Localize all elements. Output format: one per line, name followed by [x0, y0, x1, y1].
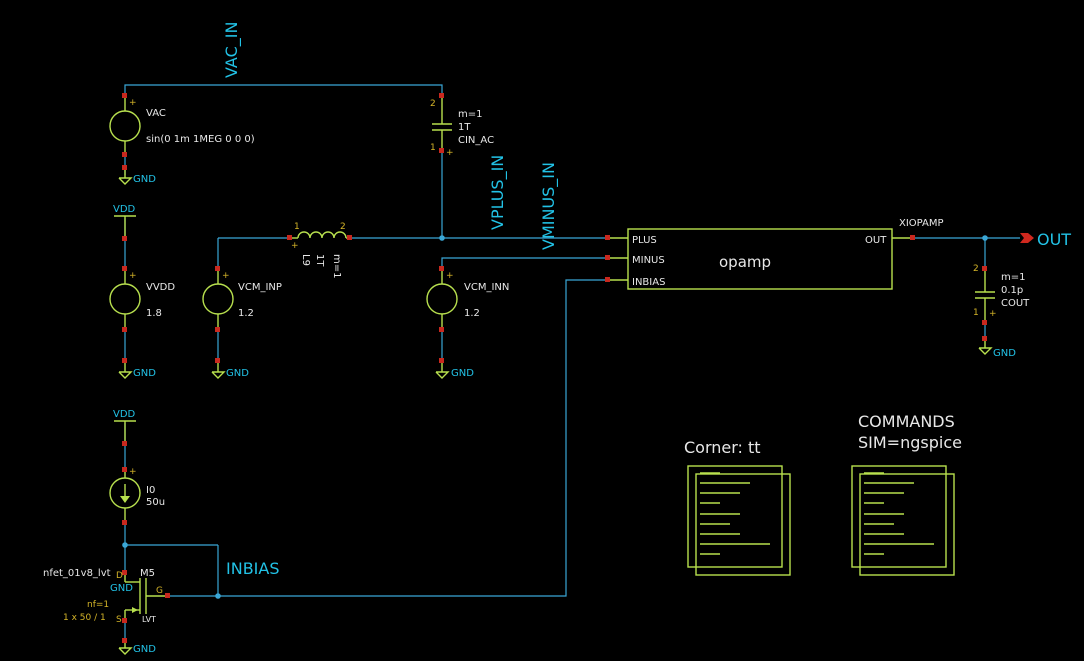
m5-name: M5: [140, 568, 155, 579]
gnd-label: GND: [133, 644, 156, 655]
m5-nf: nf=1: [87, 600, 109, 610]
cin-name: CIN_AC: [458, 135, 494, 146]
vcm-inp-source[interactable]: + VCM_INP 1.2: [202, 266, 282, 332]
l9-name: L9: [300, 254, 311, 266]
svg-text:VPLUS_IN: VPLUS_IN: [488, 155, 508, 230]
gnd-label: GND: [133, 368, 156, 379]
svg-text:OUT: OUT: [1037, 230, 1071, 249]
vcm-inp-name: VCM_INP: [238, 282, 282, 293]
i0-plus-sign: +: [129, 467, 137, 477]
cin-plus-sign: +: [446, 148, 454, 158]
m5-pin-d: D: [116, 571, 123, 581]
corner-block[interactable]: Corner: tt: [684, 438, 791, 576]
gnd-label: GND: [451, 368, 474, 379]
vdd-symbol-vvdd: VDD: [113, 204, 136, 241]
vcm-inn-name: VCM_INN: [464, 282, 509, 293]
opamp-pin-out: OUT: [865, 235, 887, 246]
out-port[interactable]: OUT: [1020, 230, 1071, 249]
vdd-symbol-i0: VDD: [113, 409, 136, 446]
m5-nfet[interactable]: nfet_01v8_lvt M5 nf=1 1 x 50 / 1 D S G L…: [43, 568, 170, 625]
opamp-pin-plus: PLUS: [632, 235, 657, 246]
gnd-symbol-vcm-inn: GND: [435, 358, 474, 379]
commands-block[interactable]: COMMANDS SIM=ngspice: [851, 412, 962, 576]
cout-m: m=1: [1001, 272, 1025, 283]
gnd-symbol-cout: GND: [978, 336, 1016, 359]
l9-inductor[interactable]: 1 2 + L9 1T m=1: [287, 222, 352, 278]
cin-ac-capacitor[interactable]: 2 1 + m=1 1T CIN_AC: [430, 93, 494, 158]
vvdd-source[interactable]: + VVDD 1.8: [109, 266, 175, 332]
cin-pin-top: 2: [430, 99, 436, 109]
vcm-inp-value: 1.2: [238, 308, 254, 319]
vac-name: VAC: [146, 108, 166, 119]
junctions: [122, 235, 988, 599]
cout-pin-bot: 1: [973, 308, 979, 318]
vvdd-value: 1.8: [146, 308, 162, 319]
m5-pin-s: S: [116, 615, 122, 625]
l9-pin2: 2: [340, 222, 346, 232]
m5-model: nfet_01v8_lvt: [43, 568, 111, 579]
net-label-vminus-in[interactable]: VMINUS_IN: [539, 162, 559, 250]
gnd-symbol-vcm-inp: GND: [211, 358, 249, 379]
gnd-label: GND: [133, 174, 156, 185]
i0-name: I0: [146, 485, 155, 496]
vac-plus-sign: +: [129, 98, 137, 108]
opamp-block[interactable]: PLUS MINUS INBIAS OUT opamp XIOPAMP: [605, 218, 944, 290]
cout-capacitor[interactable]: 2 1 + m=1 0.1p COUT: [973, 264, 1030, 325]
opamp-name: opamp: [719, 253, 771, 271]
commands-title: COMMANDS: [858, 412, 955, 431]
vcm-inn-source[interactable]: + VCM_INN 1.2: [426, 266, 509, 332]
l9-pin1: 1: [294, 222, 300, 232]
gnd-label: GND: [993, 348, 1016, 359]
cout-plus-sign: +: [989, 309, 997, 319]
net-label-inbias[interactable]: INBIAS: [226, 559, 279, 578]
vdd-label: VDD: [113, 204, 136, 215]
vvdd-plus-sign: +: [129, 271, 137, 281]
gnd-symbol-vvdd: GND: [118, 358, 156, 379]
m5-size: 1 x 50 / 1: [63, 613, 106, 623]
l9-m: m=1: [331, 254, 342, 278]
gnd-symbol-m5: GND: [118, 638, 156, 655]
i0-current-source[interactable]: + I0 50u: [109, 467, 165, 525]
vac-source[interactable]: + VAC sin(0 1m 1MEG 0 0 0): [109, 93, 255, 157]
net-label-vac-in[interactable]: VAC_IN: [222, 22, 242, 78]
vac-value: sin(0 1m 1MEG 0 0 0): [146, 134, 255, 145]
m5-lvt-tag: LVT: [142, 615, 156, 624]
m5-pin-g: G: [156, 586, 163, 596]
vcm-inn-value: 1.2: [464, 308, 480, 319]
m5-bulk-gnd: GND: [110, 583, 133, 594]
cin-value: 1T: [458, 122, 471, 133]
vcm-inn-plus-sign: +: [446, 271, 454, 281]
cout-value: 0.1p: [1001, 285, 1023, 296]
corner-label: Corner: tt: [684, 438, 761, 457]
svg-text:VMINUS_IN: VMINUS_IN: [539, 162, 559, 250]
gnd-symbol-vac: GND: [118, 165, 156, 185]
net-label-vplus-in[interactable]: VPLUS_IN: [488, 155, 508, 230]
svg-text:VAC_IN: VAC_IN: [222, 22, 242, 78]
vcm-inp-plus-sign: +: [222, 271, 230, 281]
opamp-instance-name: XIOPAMP: [899, 218, 944, 229]
i0-value: 50u: [146, 497, 165, 508]
wires: [124, 84, 1020, 640]
vdd-label: VDD: [113, 409, 136, 420]
l9-plus-sign: +: [291, 241, 299, 251]
opamp-pin-minus: MINUS: [632, 255, 665, 266]
cin-pin-bot: 1: [430, 143, 436, 153]
cout-name: COUT: [1001, 298, 1030, 309]
commands-sim: SIM=ngspice: [858, 433, 962, 452]
l9-value: 1T: [314, 254, 325, 267]
opamp-pin-inbias: INBIAS: [632, 277, 665, 288]
vvdd-name: VVDD: [146, 282, 175, 293]
svg-text:INBIAS: INBIAS: [226, 559, 279, 578]
cin-m: m=1: [458, 109, 482, 120]
gnd-label: GND: [226, 368, 249, 379]
cout-pin-top: 2: [973, 264, 979, 274]
